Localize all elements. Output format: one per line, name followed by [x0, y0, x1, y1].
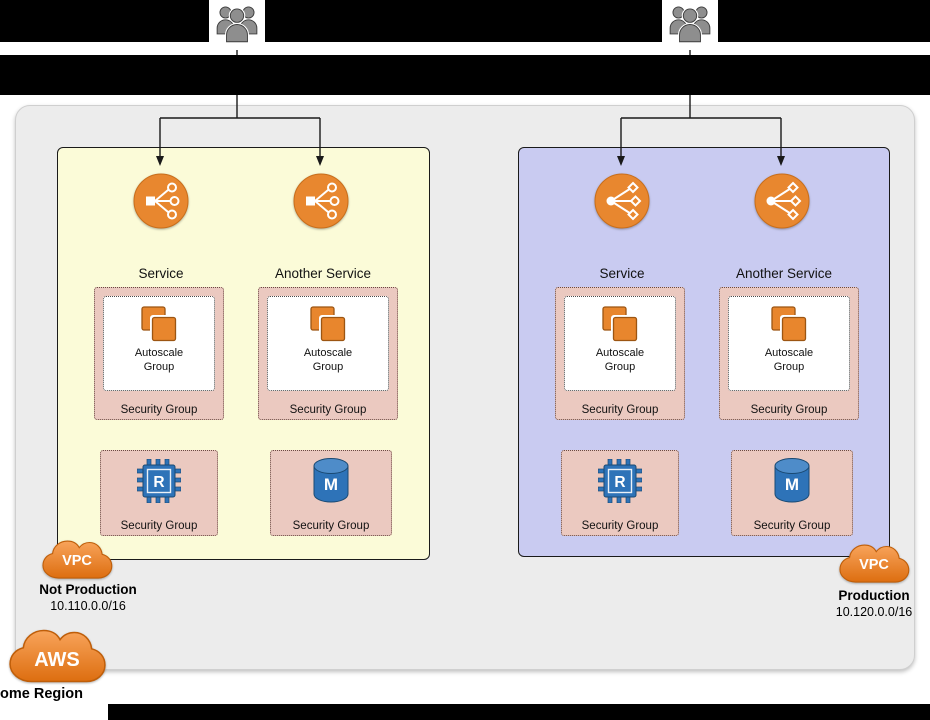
ec2-instances-icon [598, 302, 642, 346]
classic-load-balancer-icon [293, 173, 349, 229]
security-group-label: Security Group [289, 404, 367, 416]
security-group-label: Security Group [750, 404, 828, 416]
vpc-name-label: Production [838, 588, 910, 603]
svg-text:M: M [324, 475, 338, 494]
ec2-instances-icon [767, 302, 811, 346]
autoscale-group-label: Autoscale Group [764, 347, 814, 373]
svg-text:R: R [153, 474, 164, 491]
service-label: Another Service [735, 266, 833, 281]
vpc-cloud-label: VPC [859, 557, 889, 573]
region-label: ome Region [0, 686, 83, 702]
vpc-not-production: Service Another Service Autoscale Group … [57, 147, 430, 560]
autoscale-group-label: Autoscale Group [595, 347, 645, 373]
aws-cloud-icon: AWS [6, 626, 108, 690]
users-group-icon [209, 0, 265, 50]
vpc-cloud-icon: VPC [837, 542, 911, 588]
users-group-icon [662, 0, 718, 50]
second-black-bar [0, 55, 930, 95]
classic-load-balancer-icon [133, 173, 189, 229]
svg-text:R: R [614, 474, 625, 491]
security-group-label: Security Group [120, 520, 198, 532]
vpc-production: Service Another Service Autoscale Group … [518, 147, 890, 557]
security-group-label: Security Group [581, 520, 659, 532]
database-cylinder-icon: M [309, 456, 353, 504]
svg-text:M: M [785, 475, 799, 494]
service-label: Service [138, 266, 184, 281]
security-group-box: Autoscale Group Security Group [719, 287, 859, 420]
security-group-box: M Security Group [731, 450, 853, 536]
ec2-instances-icon [306, 302, 350, 346]
security-group-box: M Security Group [270, 450, 392, 536]
security-group-box: Autoscale Group Security Group [258, 287, 398, 420]
security-group-label: Security Group [120, 404, 198, 416]
autoscale-group-box: Autoscale Group [103, 296, 215, 391]
autoscale-group-label: Autoscale Group [134, 347, 184, 373]
security-group-label: Security Group [581, 404, 659, 416]
vpc-cidr-label: 10.120.0.0/16 [835, 605, 913, 619]
application-load-balancer-icon [594, 173, 650, 229]
security-group-box: Autoscale Group Security Group [555, 287, 685, 420]
database-cylinder-icon: M [770, 456, 814, 504]
application-load-balancer-icon [754, 173, 810, 229]
autoscale-group-box: Autoscale Group [728, 296, 850, 391]
cache-chip-icon: R [137, 459, 181, 503]
service-label: Another Service [274, 266, 372, 281]
ec2-instances-icon [137, 302, 181, 346]
security-group-box: R Security Group [100, 450, 218, 536]
vpc-name-label: Not Production [39, 582, 137, 597]
aws-cloud-label: AWS [34, 649, 80, 671]
top-black-bar [0, 0, 930, 42]
bottom-black-bar [108, 704, 930, 720]
vpc-cidr-label: 10.110.0.0/16 [50, 599, 126, 613]
autoscale-group-box: Autoscale Group [267, 296, 389, 391]
service-label: Service [599, 266, 645, 281]
autoscale-group-box: Autoscale Group [564, 296, 676, 391]
cache-chip-icon: R [598, 459, 642, 503]
security-group-label: Security Group [753, 520, 831, 532]
security-group-box: Autoscale Group Security Group [94, 287, 224, 420]
vpc-cloud-icon: VPC [40, 538, 114, 584]
security-group-label: Security Group [292, 520, 370, 532]
autoscale-group-label: Autoscale Group [303, 347, 353, 373]
vpc-cloud-label: VPC [62, 553, 92, 569]
security-group-box: R Security Group [561, 450, 679, 536]
